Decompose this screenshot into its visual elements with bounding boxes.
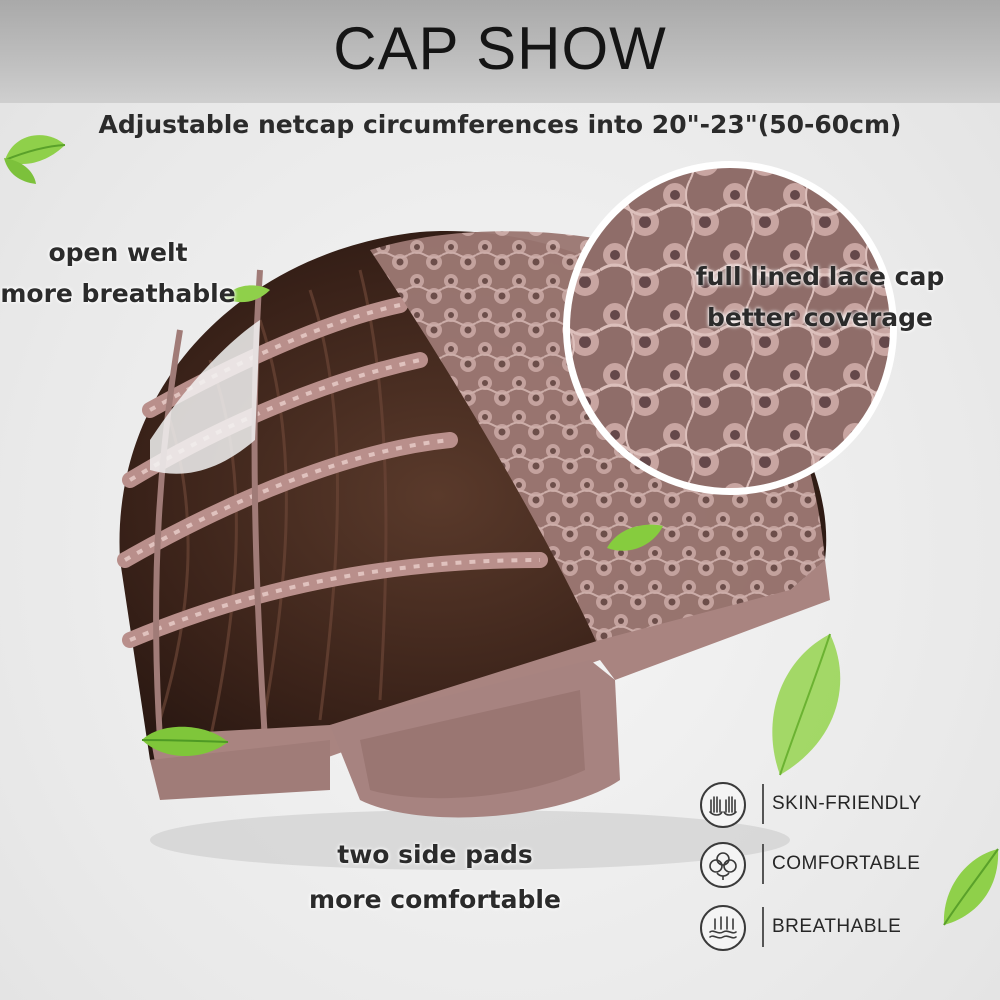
feature-divider <box>762 907 764 947</box>
callout-line: full lined lace cap <box>695 262 945 291</box>
lace-cap-callout: full lined lace cap better coverage <box>670 262 970 332</box>
leaf-icon <box>943 848 999 926</box>
feature-label: COMFORTABLE <box>772 853 921 874</box>
feature-skin-friendly: SKIN-FRIENDLY <box>700 780 980 832</box>
cotton-icon <box>700 842 746 888</box>
leaf-icon <box>4 158 36 184</box>
size-subtitle: Adjustable netcap circumferences into 20… <box>98 110 902 139</box>
callout-line: two side pads <box>337 840 533 869</box>
leaf-icon <box>607 524 663 551</box>
open-welt-callout: open welt more breathable <box>0 238 236 308</box>
callout-line: open welt <box>48 238 188 267</box>
callout-line: better coverage <box>706 303 934 332</box>
feature-divider <box>762 844 764 884</box>
feature-comfortable: COMFORTABLE <box>700 840 980 892</box>
page-title: CAP SHOW <box>333 15 667 82</box>
feature-label: BREATHABLE <box>772 916 902 937</box>
feature-label: SKIN-FRIENDLY <box>772 793 922 814</box>
callout-line: more breathable <box>0 279 236 308</box>
airflow-icon <box>700 905 746 951</box>
feature-divider <box>762 784 764 824</box>
leaf-icon <box>224 285 270 303</box>
hands-icon <box>700 782 746 828</box>
feature-breathable: BREATHABLE <box>700 903 980 955</box>
side-pads-callout: two side pads more comfortable <box>290 840 580 914</box>
callout-line: more comfortable <box>309 885 561 914</box>
leaf-icon <box>141 726 229 756</box>
leaf-icon <box>772 633 841 776</box>
header-banner: CAP SHOW <box>0 0 1000 103</box>
leaf-icon <box>4 135 66 165</box>
